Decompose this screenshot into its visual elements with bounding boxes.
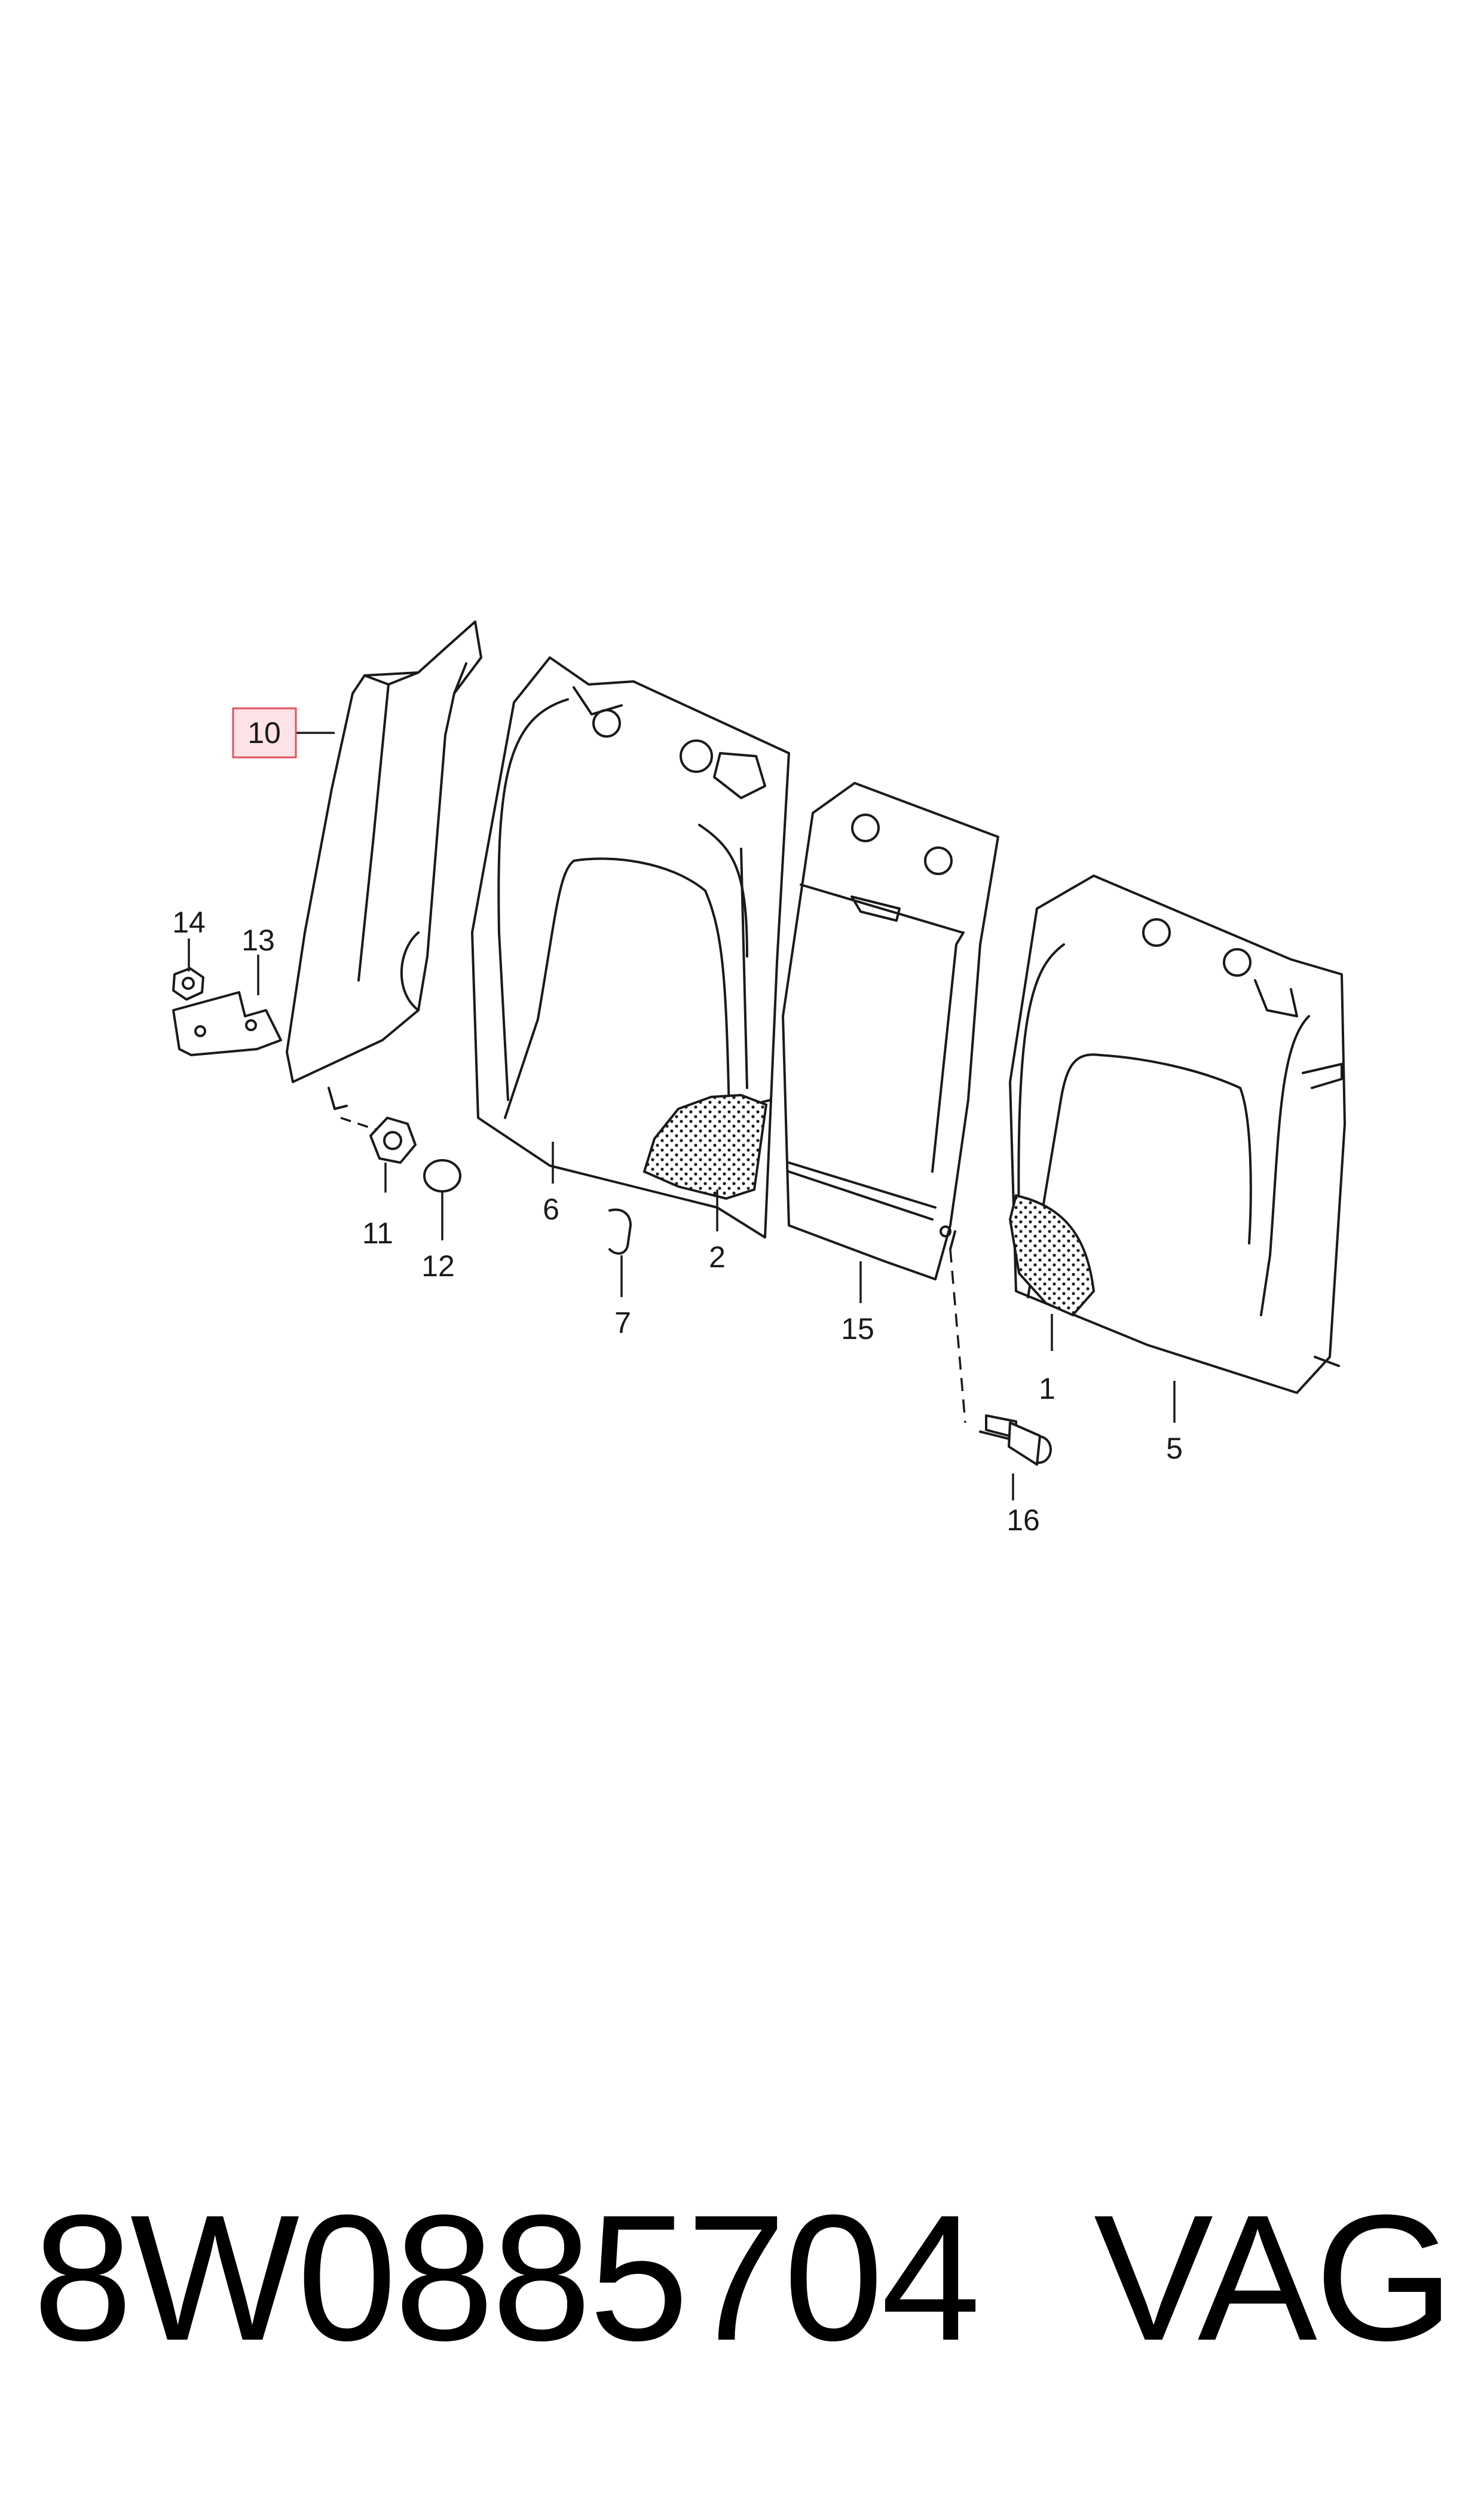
callout-7[interactable]: 7 — [614, 1306, 631, 1340]
part-nut-14 — [172, 967, 204, 1001]
callout-10[interactable]: 10 — [247, 716, 281, 750]
callout-6[interactable]: 6 — [543, 1193, 559, 1226]
part-bracket-13 — [172, 991, 282, 1056]
part-flange-nut-11 — [369, 1117, 417, 1164]
callout-15[interactable]: 15 — [841, 1312, 874, 1346]
callout-5[interactable]: 5 — [1166, 1432, 1183, 1465]
callout-10-highlight — [232, 707, 297, 759]
callout-16[interactable]: 16 — [1006, 1503, 1040, 1537]
leader-lines — [188, 732, 1176, 1500]
callout-1[interactable]: 1 — [1039, 1372, 1055, 1405]
part-backrest-cover-left — [471, 656, 790, 1239]
callout-11[interactable]: 11 — [362, 1216, 393, 1250]
callout-14[interactable]: 14 — [172, 906, 206, 939]
callout-13[interactable]: 13 — [241, 924, 275, 957]
part-bolt-16 — [979, 1414, 1052, 1466]
callout-12[interactable]: 12 — [421, 1249, 455, 1283]
part-backrest-cover-right — [1008, 875, 1346, 1394]
callout-labels: 10 14 13 11 12 6 2 7 15 1 5 16 — [172, 716, 1183, 1537]
part-center-armrest — [782, 782, 999, 1280]
part-number-caption: 8W0885704 — [33, 2177, 981, 2378]
part-side-trim-panel — [286, 620, 482, 1110]
part-cap-12 — [423, 1159, 461, 1193]
callout-2[interactable]: 2 — [709, 1240, 726, 1274]
brand-caption: VAG — [1094, 2177, 1454, 2378]
part-clip-7 — [608, 1208, 632, 1255]
